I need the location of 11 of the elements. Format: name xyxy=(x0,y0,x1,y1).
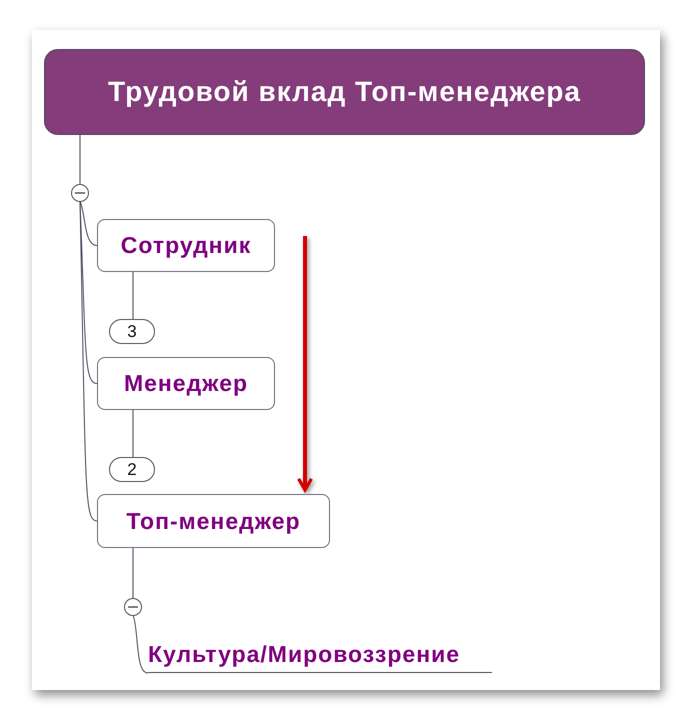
title-box: Трудовой вклад Топ-менеджера xyxy=(44,49,645,135)
topic-label: Культура/Мировоззрение xyxy=(148,636,492,673)
count-badge: 2 xyxy=(109,457,155,482)
arrow xyxy=(297,236,313,492)
topic-box: Топ-менеджер xyxy=(97,494,330,548)
connector-line xyxy=(132,548,148,674)
topic-box: Менеджер xyxy=(97,357,275,410)
connector-line xyxy=(132,410,134,458)
connector-line xyxy=(132,272,134,320)
count-badge: 3 xyxy=(109,319,155,344)
topic-box: Сотрудник xyxy=(97,219,275,272)
